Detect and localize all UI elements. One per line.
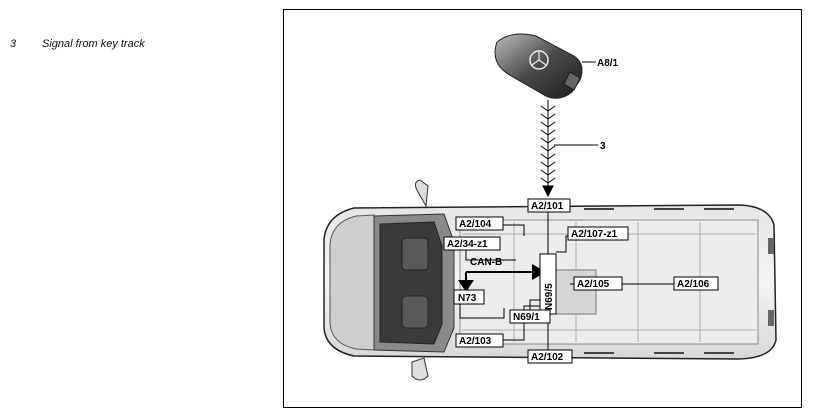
label-n69-1: N69/1	[509, 309, 551, 324]
vehicle-diagram: A8/1 3	[323, 33, 777, 381]
component-labels: A2/101 A2/104 A2/107-z1 A2/34-z1 N69/5 N…	[443, 198, 719, 364]
svg-text:A2/106: A2/106	[677, 279, 710, 290]
can-b-arrow	[458, 264, 546, 292]
can-b-label: CAN-B	[470, 257, 502, 268]
svg-text:A2/101: A2/101	[531, 201, 564, 212]
svg-text:N69/5: N69/5	[544, 283, 555, 310]
label-a2-107-z1: A2/107-z1	[567, 226, 629, 241]
svg-text:N73: N73	[458, 293, 477, 304]
diagram-frame: A8/1 3	[283, 9, 802, 408]
svg-text:A2/34-z1: A2/34-z1	[447, 239, 488, 250]
label-n69-5: N69/5	[539, 253, 557, 315]
key-fob-icon	[494, 33, 583, 99]
signal-label: 3	[600, 141, 606, 152]
svg-text:A2/105: A2/105	[577, 279, 610, 290]
key-label: A8/1	[597, 58, 619, 69]
signal-wave	[540, 100, 556, 198]
svg-text:A2/102: A2/102	[531, 352, 564, 363]
label-a2-106: A2/106	[673, 276, 719, 291]
label-a2-103: A2/103	[455, 333, 504, 348]
label-a2-105: A2/105	[573, 276, 623, 291]
label-a2-104: A2/104	[455, 216, 504, 231]
label-a2-34-z1: A2/34-z1	[443, 236, 501, 251]
label-a2-101: A2/101	[527, 198, 571, 213]
svg-text:A2/103: A2/103	[459, 336, 492, 347]
label-a2-102: A2/102	[527, 349, 573, 364]
svg-text:A2/104: A2/104	[459, 219, 492, 230]
legend-number: 3	[10, 38, 17, 50]
legend-text: Signal from key track	[42, 38, 145, 50]
svg-text:N69/1: N69/1	[513, 312, 540, 323]
svg-text:A2/107-z1: A2/107-z1	[571, 229, 618, 240]
label-n73: N73	[453, 289, 485, 305]
